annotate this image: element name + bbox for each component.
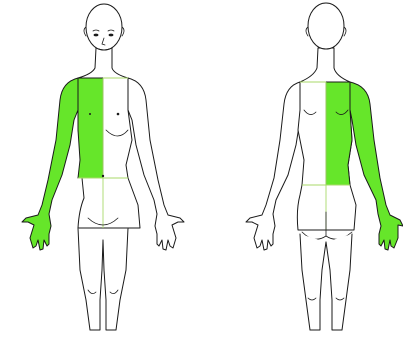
front-eye-left xyxy=(94,34,99,37)
back-left-leg xyxy=(300,234,326,330)
front-highlight-torso xyxy=(78,78,103,178)
front-nipple-right xyxy=(117,113,120,116)
back-right-leg xyxy=(326,234,352,330)
back-figure xyxy=(246,3,403,330)
front-figure xyxy=(22,4,184,330)
front-left-leg xyxy=(78,228,103,330)
back-left-arm xyxy=(246,82,304,250)
back-highlight-torso xyxy=(326,82,352,185)
front-navel xyxy=(102,175,104,177)
back-highlight-arm xyxy=(350,82,403,250)
back-head xyxy=(308,3,344,49)
front-nipple-left xyxy=(89,113,91,115)
front-highlight-arm xyxy=(22,78,78,250)
back-neck xyxy=(300,48,350,82)
front-eye-right xyxy=(109,34,114,37)
front-right-leg xyxy=(103,228,128,330)
front-neck xyxy=(78,48,128,78)
front-head xyxy=(86,4,122,50)
